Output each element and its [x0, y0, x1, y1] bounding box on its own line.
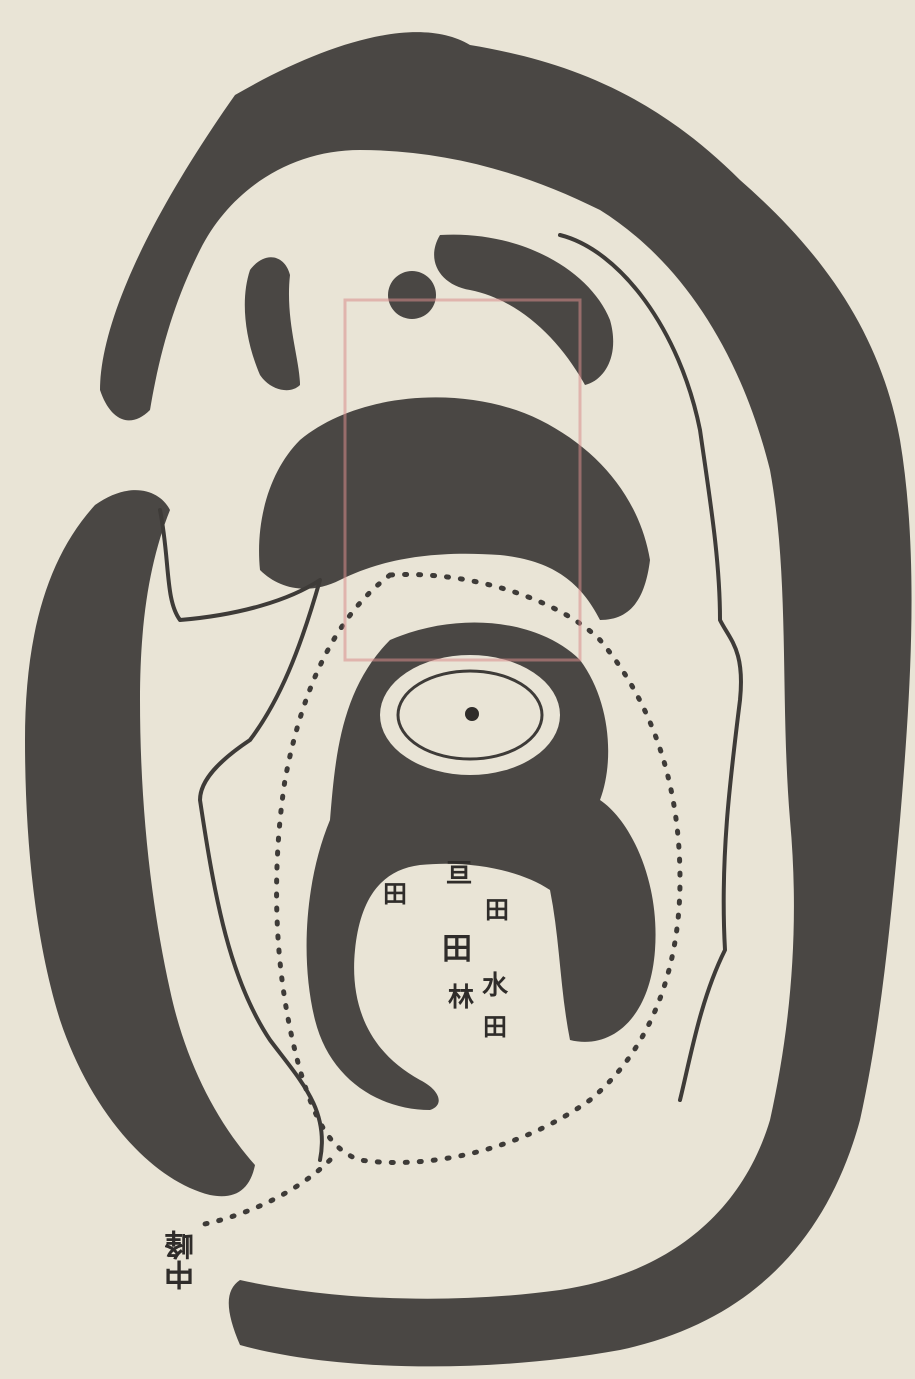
field-lower-label: 田	[483, 1015, 507, 1039]
field-left-label: 田	[383, 882, 407, 906]
field-right-label: 田	[485, 898, 509, 922]
top-knob	[388, 271, 436, 319]
water-label: 水	[482, 973, 508, 999]
upper-left-spur	[245, 257, 300, 390]
peak-dot-icon	[465, 707, 479, 721]
left-mountain-arc	[25, 490, 255, 1196]
place-name-label: 中峰	[168, 1230, 198, 1290]
forest-label: 林	[448, 985, 474, 1011]
field-center-label: 田	[442, 935, 472, 965]
upper-right-spur	[434, 235, 613, 385]
center-mark-label: 亘	[446, 861, 472, 887]
